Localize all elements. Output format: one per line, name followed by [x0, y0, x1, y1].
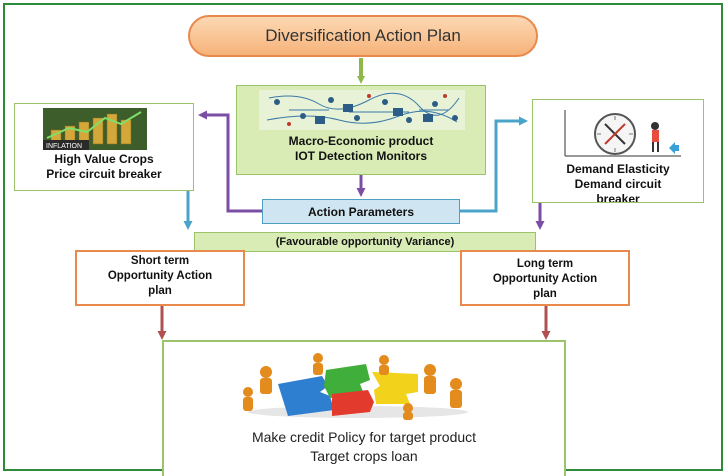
arrow-params-to-demand	[460, 116, 528, 213]
long-term-line-1: Long term	[516, 258, 574, 270]
high-value-label: High Value Crops Price circuit breaker	[15, 152, 193, 182]
iot-network-icon	[259, 90, 465, 130]
demand-line-3: breaker	[596, 192, 640, 203]
outcome-line-1: Make credit Policy for target product	[251, 429, 477, 445]
short-term-line-3: plan	[148, 285, 172, 297]
action-parameters-label: Action Parameters	[307, 204, 415, 219]
inflation-caption: INFLATION	[46, 143, 82, 150]
demand-label: Demand Elasticity Demand circuit breaker	[533, 162, 703, 203]
demand-compass-icon	[557, 106, 689, 162]
diagram-title: Diversification Action Plan	[265, 26, 461, 45]
macro-box: Macro-Economic product IOT Detection Mon…	[236, 85, 486, 175]
long-term-line-3: plan	[533, 288, 557, 300]
high-value-line-2: Price circuit breaker	[46, 167, 162, 181]
title-pill: Diversification Action Plan	[188, 15, 538, 57]
demand-elasticity-box: Demand Elasticity Demand circuit breaker	[532, 99, 704, 203]
arrow-params-to-highvalue	[198, 110, 262, 213]
macro-line-1: Macro-Economic product	[288, 134, 434, 148]
short-term-line-2: Opportunity Action	[107, 270, 213, 282]
puzzle-team-icon	[208, 350, 498, 422]
action-parameters-box: Action Parameters	[262, 199, 460, 224]
short-term-plan-box: Short term Opportunity Action plan	[75, 250, 245, 306]
high-value-crops-box: INFLATION High Value Crops Price circuit…	[14, 103, 194, 191]
outcome-label: Make credit Policy for target product Ta…	[164, 428, 564, 466]
opportunity-variance-label: (Favourable opportunity Variance)	[275, 236, 455, 248]
demand-line-2: Demand circuit	[574, 177, 662, 191]
macro-line-2: IOT Detection Monitors	[295, 149, 427, 163]
short-term-line-1: Short term	[130, 255, 190, 267]
high-value-line-1: High Value Crops	[54, 152, 154, 166]
opportunity-variance-bar: (Favourable opportunity Variance)	[194, 232, 536, 252]
inflation-coins-icon: INFLATION	[43, 108, 147, 150]
outcome-box: Make credit Policy for target product Ta…	[162, 340, 566, 476]
demand-line-1: Demand Elasticity	[566, 162, 670, 176]
outcome-line-2: Target crops loan	[310, 448, 418, 464]
long-term-line-2: Opportunity Action	[492, 273, 598, 285]
long-term-plan-box: Long term Opportunity Action plan	[460, 250, 630, 306]
macro-label: Macro-Economic product IOT Detection Mon…	[237, 134, 485, 164]
